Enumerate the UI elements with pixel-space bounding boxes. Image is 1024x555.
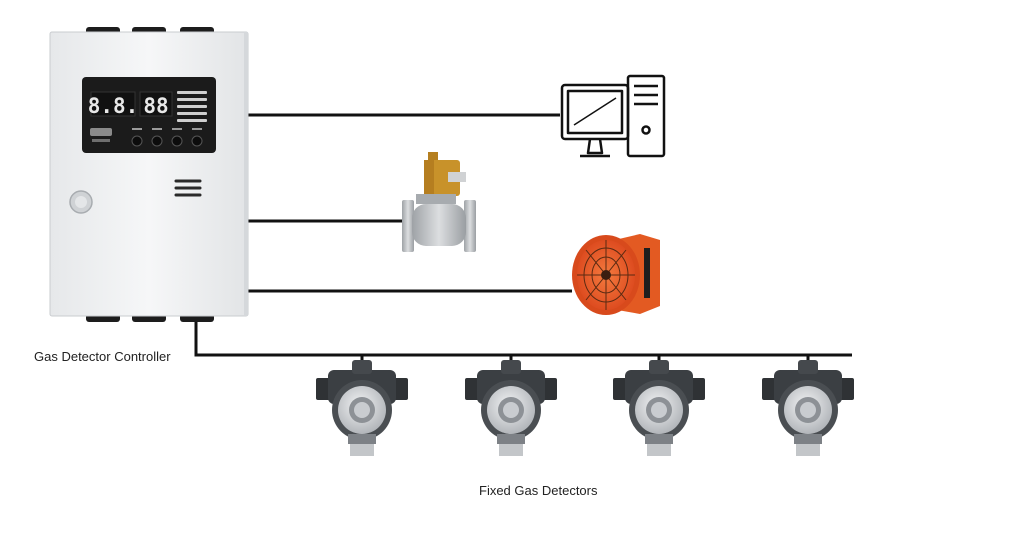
fixed-gas-detector-3 [613, 360, 705, 456]
display-digits-left: 8.8. [88, 94, 139, 118]
panel-button-3 [171, 135, 183, 147]
buzzer-grille-icon [174, 179, 202, 197]
wiring [194, 113, 852, 372]
axial-fan-icon [572, 234, 660, 315]
brand-logo-icon [90, 128, 112, 142]
panel-button-4 [191, 135, 203, 147]
display-digits-right: 88 [143, 94, 168, 118]
controller-label: Gas Detector Controller [34, 349, 171, 364]
panel-button-1 [131, 135, 143, 147]
panel-button-2 [151, 135, 163, 147]
fixed-gas-detector-4 [762, 360, 854, 456]
fixed-gas-detector-2 [465, 360, 557, 456]
solenoid-valve-icon [402, 152, 476, 252]
fixed-gas-detector-1 [316, 360, 408, 456]
detectors-label: Fixed Gas Detectors [479, 483, 598, 498]
gas-detector-controller: 8.8. 88 [49, 27, 249, 322]
desktop-computer-icon [560, 74, 666, 158]
fixed-gas-detectors [316, 360, 854, 456]
detector-bus-wire [194, 318, 852, 357]
controller-display-panel: 8.8. 88 [82, 77, 216, 153]
